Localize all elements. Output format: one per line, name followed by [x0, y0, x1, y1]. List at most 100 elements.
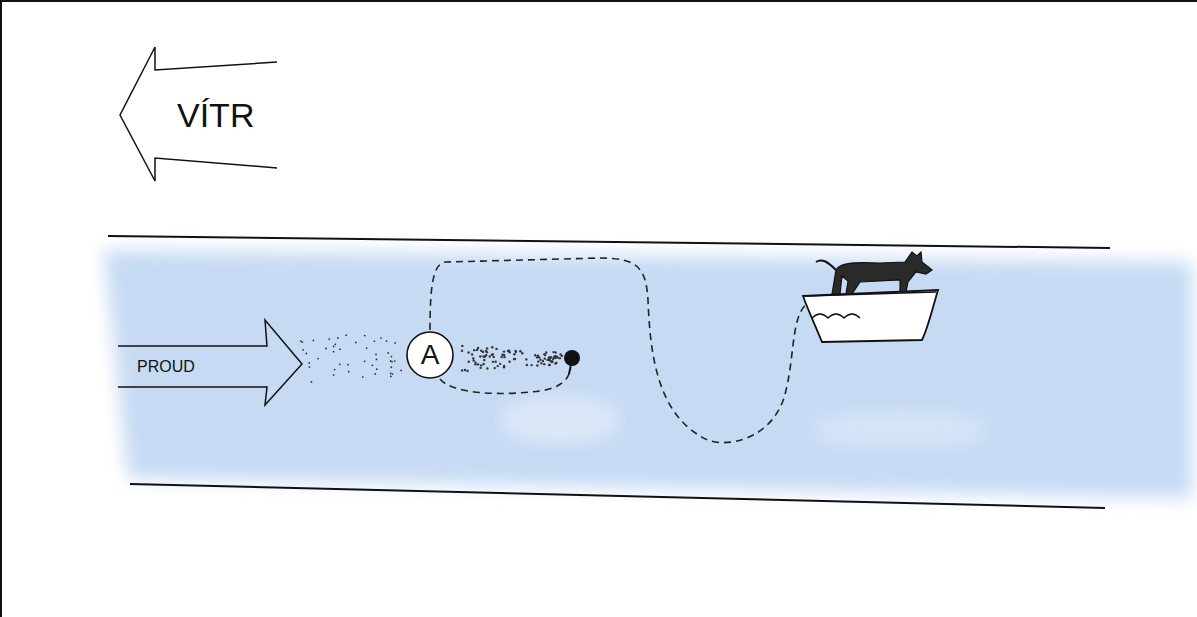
scent-particle [551, 360, 553, 362]
scent-particle [503, 354, 505, 356]
scent-particle [540, 362, 542, 364]
scent-particle [503, 366, 505, 368]
scent-particle [461, 369, 463, 371]
scent-particle [508, 361, 510, 363]
scent-particle [366, 347, 368, 349]
scent-particle [477, 347, 479, 349]
scent-particle [548, 364, 550, 366]
scent-particle [555, 356, 557, 358]
scent-particle [390, 360, 392, 362]
scent-particle [479, 355, 481, 357]
scent-particle [376, 368, 378, 370]
scent-particle [345, 334, 347, 336]
scent-particle [312, 340, 314, 342]
scent-particle [334, 369, 336, 371]
scent-particle [491, 346, 493, 348]
scent-particle [543, 353, 545, 355]
scent-particle [374, 373, 376, 375]
scent-particle [480, 349, 482, 351]
scent-particle [308, 362, 310, 364]
scent-particle [371, 364, 373, 366]
scent-particle [390, 366, 392, 368]
scent-particle [373, 340, 375, 342]
scent-particle [513, 358, 515, 360]
scent-particle [552, 351, 554, 353]
scent-particle [392, 373, 394, 375]
scent-particle [461, 350, 463, 352]
scent-particle [559, 353, 561, 355]
scent-particle [554, 362, 556, 364]
scent-particle [544, 357, 546, 359]
scent-particle [479, 367, 481, 369]
arrow-outline [120, 47, 277, 181]
scent-particle [333, 351, 335, 353]
dog-path [430, 258, 815, 443]
scent-particle [473, 349, 475, 351]
node-label: A [421, 341, 440, 369]
scent-particle [496, 365, 498, 367]
scent-particle [539, 359, 541, 361]
arrow-outline [118, 320, 302, 405]
scent-particle [473, 359, 475, 361]
scent-particle [364, 360, 366, 362]
scent-particle [537, 360, 539, 362]
scent-particle [556, 356, 558, 358]
scent-particle [550, 356, 552, 358]
scent-particle [355, 342, 357, 344]
scent-particle [390, 376, 392, 378]
river-bank [108, 236, 1110, 248]
scent-particle [485, 354, 487, 356]
scent-particle [514, 358, 516, 360]
scent-particle [503, 356, 505, 358]
scent-particle [317, 358, 319, 360]
scent-particle [305, 353, 307, 355]
scent-particle [494, 361, 496, 363]
scent-particle [542, 360, 544, 362]
scent-particle [337, 337, 339, 339]
scent-particle [328, 338, 330, 340]
current-arrow: PROUD [115, 315, 305, 410]
scent-particle [334, 343, 336, 345]
dog-path [440, 369, 570, 393]
scent-particle [530, 364, 532, 366]
scent-particle [477, 363, 479, 365]
scent-particle [513, 353, 515, 355]
scent-particle [554, 351, 556, 353]
scent-particle [347, 364, 349, 366]
water-light [810, 410, 990, 450]
node-label: PROUD [137, 359, 195, 375]
scent-particle [543, 363, 545, 365]
scent-particle [514, 350, 516, 352]
boat-with-dog [803, 252, 938, 342]
scent-particle [472, 357, 474, 359]
scent-particle [387, 352, 389, 354]
scent-particle [461, 345, 463, 347]
scent-particle [507, 350, 509, 352]
scent-particle [386, 340, 388, 342]
scent-particle [364, 335, 366, 337]
scent-particle [489, 355, 491, 357]
scent-particle [486, 367, 488, 369]
scent-particle [333, 345, 335, 347]
scent-source [564, 350, 580, 366]
river-bank [130, 484, 1105, 508]
scent-particle [325, 348, 327, 350]
scent-particle [483, 359, 485, 361]
scent-particle [468, 361, 470, 363]
scent-particle [486, 347, 488, 349]
scent-particle [500, 356, 502, 358]
position-circle: A [406, 331, 454, 379]
scent-particle [380, 337, 382, 339]
scent-particle [491, 354, 493, 356]
scent-particle [339, 363, 341, 365]
scent-particle [503, 350, 505, 352]
scent-particle [548, 359, 550, 361]
scent-particle [464, 369, 466, 371]
scent-particle [339, 348, 341, 350]
node-label: VÍTR [177, 98, 254, 132]
scent-particle [362, 376, 364, 378]
scent-particle [537, 355, 539, 357]
scent-particle [536, 364, 538, 366]
